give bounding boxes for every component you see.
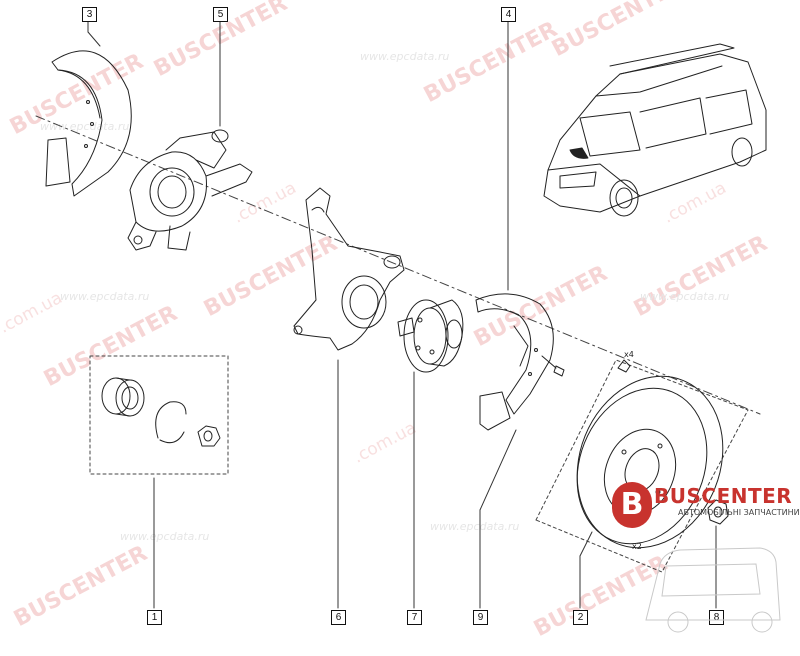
- callout-4[interactable]: 4: [501, 7, 516, 22]
- callout-9[interactable]: 9: [473, 610, 488, 625]
- logo-name: BUSCENTER: [654, 484, 793, 508]
- steering-knuckle: [293, 187, 405, 351]
- wheel-nut: [707, 499, 729, 525]
- callout-2[interactable]: 2: [573, 610, 588, 625]
- steering-knuckle-upper: [127, 129, 253, 251]
- callout-8[interactable]: 8: [709, 610, 724, 625]
- callout-5[interactable]: 5: [213, 7, 228, 22]
- shield-bolt: [541, 355, 565, 377]
- logo-tagline: АВТОМОБІЛЬНІ ЗАПЧАСТИНИ: [678, 508, 800, 517]
- quantity-label-x2: x2: [632, 542, 642, 551]
- bearing-kit: [89, 355, 229, 475]
- callout-3[interactable]: 3: [82, 7, 97, 22]
- assembly-axis: [35, 115, 761, 415]
- callout-6[interactable]: 6: [331, 610, 346, 625]
- dust-shield-right: [475, 293, 554, 431]
- leader-lines: [87, 19, 717, 609]
- dust-shield-left: [45, 50, 132, 197]
- wheel-hub: [397, 299, 464, 373]
- callout-7[interactable]: 7: [407, 610, 422, 625]
- callout-1[interactable]: 1: [147, 610, 162, 625]
- buscenter-logo: B BUSCENTER АВТОМОБІЛЬНІ ЗАПЧАСТИНИ: [604, 470, 800, 656]
- quantity-label-x4: x4: [624, 350, 634, 359]
- logo-bus-icon: [645, 547, 781, 633]
- logo-mark: B: [612, 482, 652, 528]
- vehicle-illustration: [543, 43, 767, 217]
